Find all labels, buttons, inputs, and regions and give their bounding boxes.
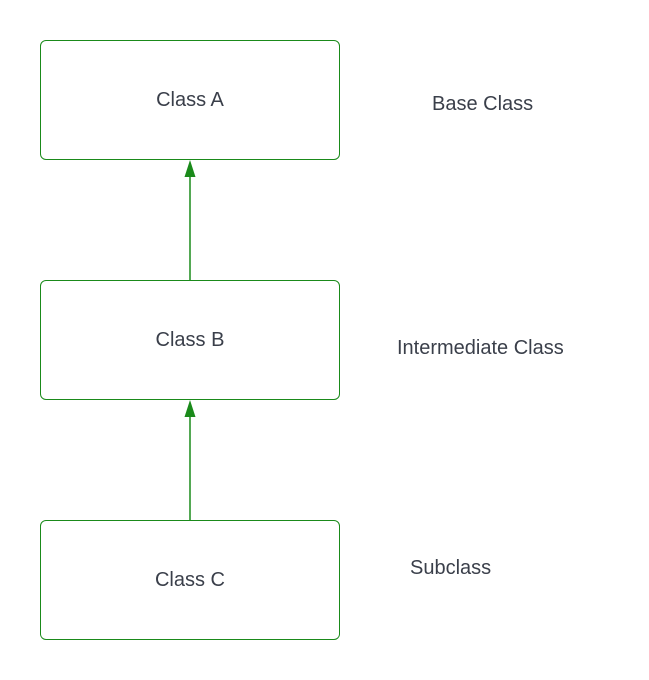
class-c-box[interactable]: Class C <box>40 520 340 640</box>
base-class-role-label: Base Class <box>432 93 534 115</box>
class-b-box[interactable]: Class B <box>40 280 340 400</box>
class-a-label: Class A <box>156 88 224 111</box>
subclass-role-label: Subclass <box>410 557 492 579</box>
class-c-label: Class C <box>154 568 225 591</box>
arrow-b-to-a <box>184 160 196 280</box>
arrow-c-to-b <box>184 400 196 520</box>
class-b-label: Class B <box>155 328 225 351</box>
class-a-box[interactable]: Class A <box>40 40 340 160</box>
intermediate-class-role-label: Intermediate Class <box>397 337 564 359</box>
